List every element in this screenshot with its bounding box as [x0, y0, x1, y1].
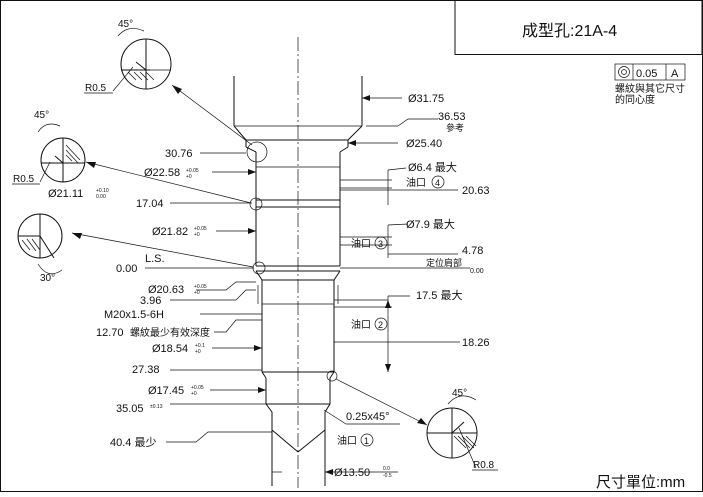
dim-d2111-tol-lo: 0.00	[96, 194, 106, 200]
dim-d3175: Ø31.75	[408, 93, 444, 105]
dim-d1854-tol-lo: +0	[195, 349, 201, 355]
gdt-tolerance: 0.05	[636, 68, 657, 80]
dim-d2258-tol-lo: +0	[186, 174, 192, 180]
dim-ls: L.S.	[145, 253, 165, 265]
dim-chamfer: 0.25x45°	[346, 411, 390, 423]
oil-port-3-label: 油口	[351, 237, 371, 250]
dim-d478: 4.78	[462, 245, 483, 257]
detail4-radius: R0.8	[473, 460, 495, 471]
dim-d2182-tol-up: +0.05	[194, 226, 207, 232]
detail2-radius: R0.5	[13, 174, 35, 185]
gdt-note-line2: 的同心度	[615, 93, 655, 106]
dim-d2063b: Ø20.63	[148, 284, 184, 296]
dim-d175: 17.5 最大	[416, 288, 462, 302]
detail4-angle: 45°	[452, 388, 467, 399]
oil-port-4-label: 油口	[406, 176, 426, 189]
dim-d000: 0.00	[116, 263, 137, 275]
dim-d2738: 27.38	[132, 364, 160, 376]
gdt-frame: 0.05 A 螺紋與其它尺寸 的同心度	[614, 63, 686, 106]
dimension-labels: Ø31.75 36.53 參考 Ø25.40 30.76 Ø22.58 +0.0…	[48, 93, 490, 479]
dim-locate: 定位肩部	[426, 257, 462, 268]
dim-d1854-tol-up: +0.1	[195, 343, 205, 349]
dim-d3505: 35.05	[116, 403, 144, 415]
dim-d1745-tol-lo: +0	[191, 391, 197, 397]
dim-d2182-tol-lo: +0	[194, 232, 200, 238]
dimension-lines	[145, 95, 470, 475]
oil-port-4-circle	[431, 175, 445, 189]
dim-d2111: Ø21.11	[48, 188, 83, 200]
detail-view-3: 30°	[17, 213, 63, 284]
dim-d2063b-tol-up: +0.05	[194, 284, 207, 290]
detail1-angle: 45°	[118, 19, 133, 30]
dim-d1350: Ø13.50	[334, 467, 370, 479]
dim-d2063: 20.63	[462, 185, 490, 197]
concentricity-icon	[618, 66, 630, 78]
detail2-angle: 45°	[34, 110, 49, 121]
units-label: 尺寸單位:mm	[596, 474, 685, 491]
dim-d1854: Ø18.54	[152, 343, 188, 355]
detail3-angle: 30°	[40, 273, 55, 284]
dim-d79: Ø7.9 最大	[406, 217, 455, 231]
detail-markers	[71, 84, 428, 426]
dim-d2258: Ø22.58	[144, 167, 180, 179]
dim-d2258-tol-up: +0.05	[186, 168, 199, 174]
detail1-radius: R0.5	[85, 83, 107, 94]
dim-d64: Ø6.4 最大	[408, 160, 457, 174]
oil-port-1-number: 1	[364, 436, 369, 446]
dim-d396: 3.96	[140, 295, 161, 307]
dim-d2063b-tol-lo: +0	[194, 290, 200, 296]
dim-d1350-tol-up: 0.0	[383, 466, 390, 472]
title-block	[454, 0, 703, 55]
dim-d3076: 30.76	[165, 148, 193, 160]
dim-thread: M20x1.5-6H	[104, 309, 164, 321]
dim-d1826: 18.26	[462, 337, 490, 349]
detail-view-4: 45° R0.8	[426, 388, 498, 471]
dim-d1704: 17.04	[136, 198, 164, 210]
oil-port-2-label: 油口	[351, 318, 371, 331]
dim-d1745-tol-up: +0.05	[191, 385, 204, 391]
dim-d1350-tol-lo: -0.5	[383, 473, 392, 479]
detail-view-1: 45° R0.5	[84, 19, 172, 94]
oil-port-4-number: 4	[435, 178, 440, 188]
dim-ref: 參考	[446, 122, 464, 133]
dim-d1270: 12.70	[96, 327, 124, 339]
dim-d3653: 36.53	[438, 111, 466, 123]
oil-port-2-number: 2	[378, 320, 383, 330]
oil-port-1-label: 油口	[337, 434, 357, 447]
oil-port-2-circle	[374, 317, 388, 331]
dim-d3505-tol: ±0.13	[150, 404, 163, 410]
gdt-datum: A	[671, 68, 679, 80]
dim-d1745: Ø17.45	[148, 385, 184, 397]
drawing-title: 成型孔:21A-4	[522, 22, 617, 40]
detail-view-2: 45° R0.5	[12, 110, 86, 185]
gdt-note-line1: 螺紋與其它尺寸	[615, 82, 685, 95]
dim-d2540: Ø25.40	[406, 138, 442, 150]
dim-d404: 40.4 最少	[110, 436, 156, 449]
dim-d2182: Ø21.82	[152, 226, 188, 238]
dim-thread-depth: 螺紋最少有效深度	[130, 326, 210, 339]
oil-port-1-circle	[360, 433, 374, 447]
cavity-profile	[233, 76, 363, 486]
dim-locate-val: 0.00	[470, 268, 484, 275]
oil-port-3-circle	[374, 236, 388, 250]
dim-d2111-tol-up: +0.10	[96, 188, 109, 194]
oil-port-3-number: 3	[378, 239, 383, 249]
